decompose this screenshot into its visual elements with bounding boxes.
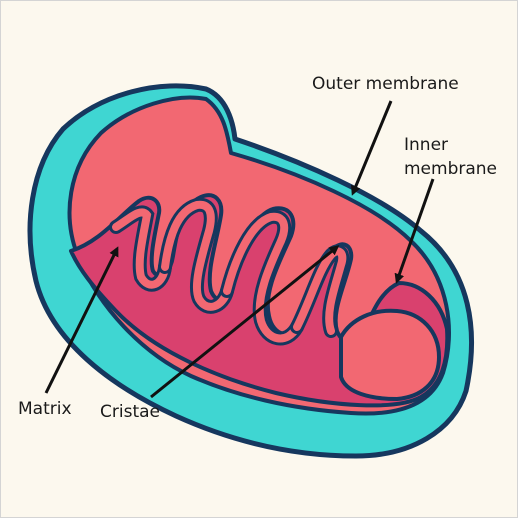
- outer-membrane-label: Outer membrane: [312, 74, 459, 94]
- inner-membrane-label-line1: Inner: [404, 135, 449, 155]
- matrix-label: Matrix: [18, 399, 72, 419]
- crista-fold-1-fill: [112, 208, 169, 289]
- cristae-label: Cristae: [100, 402, 160, 422]
- crista-fold-4-fill: [293, 247, 347, 335]
- inner-membrane-arrow: [394, 178, 435, 284]
- inner-pocket: [339, 308, 441, 401]
- outer-membrane-arrow: [351, 100, 393, 196]
- matrix-arrow: [44, 246, 119, 394]
- crista-fold-2-fill: [161, 200, 231, 311]
- cristae-arrow: [150, 245, 340, 399]
- crista-fold-3-fill: [223, 212, 301, 343]
- inner-membrane-label-line2: membrane: [404, 159, 498, 179]
